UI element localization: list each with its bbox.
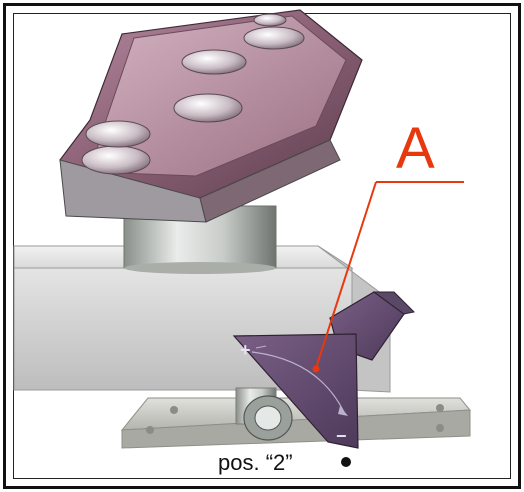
mount-head bbox=[59, 9, 363, 223]
scale-plus-label: + bbox=[240, 340, 251, 360]
roller bbox=[243, 395, 293, 441]
position-caption: pos. “2” bbox=[218, 450, 293, 475]
base-plate bbox=[120, 397, 472, 449]
callout-anchor-dot bbox=[312, 365, 320, 373]
scale-minus-label: − bbox=[336, 426, 347, 446]
scale-plate bbox=[232, 333, 359, 449]
callout-leader bbox=[312, 181, 464, 373]
position-marker-dot bbox=[341, 457, 351, 467]
callout-label-a: A bbox=[396, 116, 435, 181]
